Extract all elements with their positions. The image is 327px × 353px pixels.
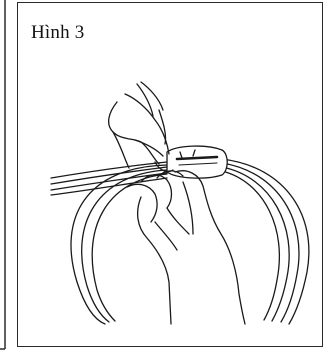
adjacent-panel-edge: [0, 0, 8, 353]
wire-coil: [71, 159, 309, 324]
lower-hand: [127, 171, 245, 324]
upper-hand: [109, 82, 173, 172]
hands-cable-illustration: [17, 2, 323, 347]
stripping-tool: [167, 146, 227, 178]
